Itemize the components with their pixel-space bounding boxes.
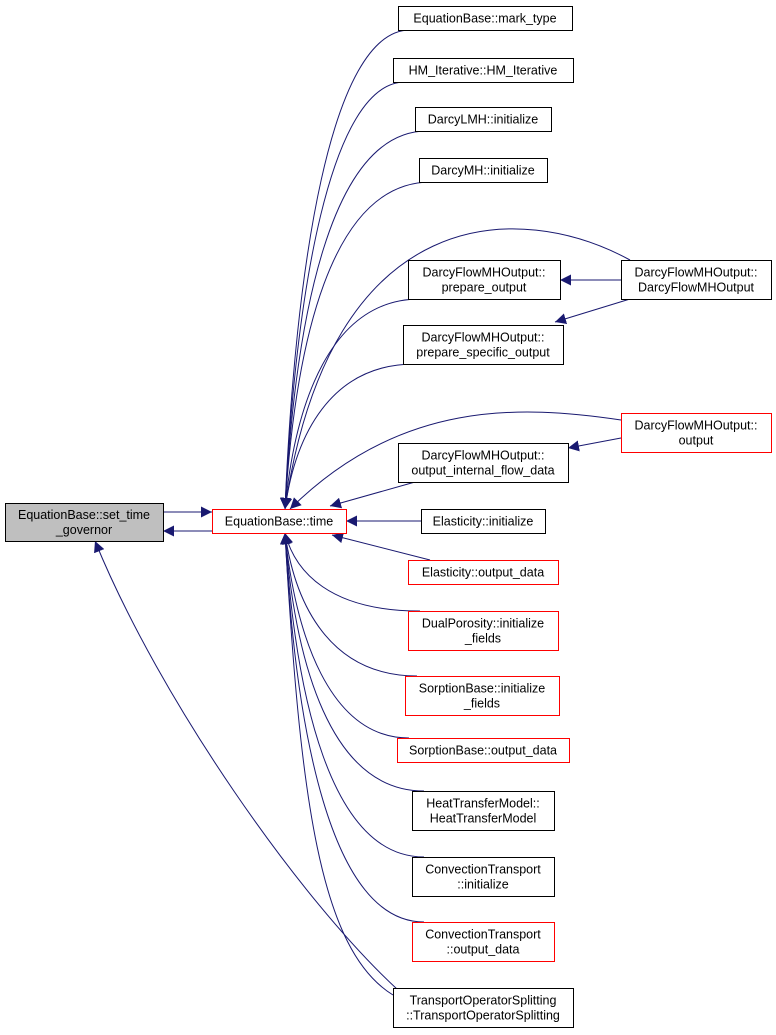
edge-prep-to-time: [280, 298, 421, 510]
node-box: [398, 443, 569, 483]
node-box: [393, 988, 574, 1028]
node-out[interactable]: DarcyFlowMHOutput::output: [621, 413, 772, 453]
edge-tos-to-stg: [94, 540, 399, 991]
node-sorpout[interactable]: SorptionBase::output_data: [397, 738, 570, 763]
node-prepspec[interactable]: DarcyFlowMHOutput::prepare_specific_outp…: [403, 325, 564, 365]
node-label: output_internal_flow_data: [411, 464, 554, 478]
node-label: output: [679, 434, 714, 448]
node-label: DarcyFlowMHOutput::: [635, 419, 758, 433]
node-box: [5, 503, 164, 542]
edge-out-to-oifd: [567, 437, 622, 452]
node-hm[interactable]: HM_Iterative::HM_Iterative: [393, 58, 574, 83]
edge-mh-to-time: [280, 181, 432, 510]
node-oifd[interactable]: DarcyFlowMHOutput::output_internal_flow_…: [398, 443, 569, 483]
edge-heat-to-time: [280, 532, 425, 792]
node-box: [412, 922, 555, 962]
node-label: ConvectionTransport: [425, 928, 541, 942]
edge-sorpinit-to-time: [281, 532, 418, 677]
node-box: [408, 260, 561, 300]
node-label: ConvectionTransport: [425, 863, 541, 877]
edges: [94, 29, 631, 996]
node-box: [398, 6, 573, 31]
node-label: SorptionBase::initialize: [419, 682, 546, 696]
node-label: DarcyFlowMHOutput::: [635, 266, 758, 280]
node-label: prepare_output: [442, 281, 527, 295]
node-label: ::TransportOperatorSplitting: [406, 1009, 560, 1023]
edge-dual-to-time: [282, 532, 421, 612]
node-box: [412, 791, 555, 831]
node-convinit[interactable]: ConvectionTransport::initialize: [412, 857, 555, 897]
edge-convinit-to-time: [280, 532, 425, 858]
node-label: DarcyMH::initialize: [431, 164, 535, 178]
node-label: EquationBase::set_time: [18, 508, 150, 522]
node-sorpinit[interactable]: SorptionBase::initialize_fields: [405, 676, 560, 716]
node-label: DarcyLMH::initialize: [428, 113, 538, 127]
node-label: Elasticity::initialize: [433, 515, 534, 529]
edge-out-to-time: [289, 411, 622, 510]
node-dfmo[interactable]: DarcyFlowMHOutput::DarcyFlowMHOutput: [621, 260, 772, 300]
node-label: TransportOperatorSplitting: [410, 994, 557, 1008]
node-box: [405, 676, 560, 716]
node-label: ::initialize: [457, 878, 508, 892]
node-prep[interactable]: DarcyFlowMHOutput::prepare_output: [408, 260, 561, 300]
node-box: [415, 107, 552, 132]
node-label: Elasticity::output_data: [422, 566, 544, 580]
edge-lmh-to-time: [280, 130, 428, 510]
node-time[interactable]: EquationBase::time: [212, 509, 347, 534]
edge-elout-to-time: [331, 532, 431, 561]
node-heat[interactable]: HeatTransferModel::HeatTransferModel: [412, 791, 555, 831]
node-label: DualPorosity::initialize: [422, 617, 544, 631]
node-mh[interactable]: DarcyMH::initialize: [419, 158, 548, 183]
node-label: EquationBase::time: [225, 515, 333, 529]
node-box: [421, 509, 546, 534]
node-label: DarcyFlowMHOutput::: [422, 331, 545, 345]
node-label: EquationBase::mark_type: [413, 12, 556, 26]
node-elinit[interactable]: Elasticity::initialize: [421, 509, 546, 534]
edge-dfmo-to-time: [281, 228, 631, 510]
edge-mark-to-time: [279, 29, 411, 510]
edge-hm-to-time: [280, 81, 406, 510]
edge-sorpout-to-time: [280, 532, 410, 739]
node-box: [212, 509, 347, 534]
node-stg[interactable]: EquationBase::set_time_governor: [5, 503, 164, 542]
node-convout[interactable]: ConvectionTransport::output_data: [412, 922, 555, 962]
node-label: HeatTransferModel: [430, 812, 537, 826]
node-box: [393, 58, 574, 83]
node-label: DarcyFlowMHOutput::: [423, 266, 546, 280]
edge-tos-to-time: [280, 532, 394, 996]
node-label: ::output_data: [447, 943, 520, 957]
edge-oifd-to-time: [329, 481, 416, 509]
node-label: DarcyFlowMHOutput: [638, 281, 755, 295]
node-box: [621, 413, 772, 453]
node-dual[interactable]: DualPorosity::initialize_fields: [408, 611, 559, 651]
edge-convout-to-time: [280, 532, 425, 923]
node-box: [408, 560, 559, 585]
node-label: _fields: [464, 632, 501, 646]
node-lmh[interactable]: DarcyLMH::initialize: [415, 107, 552, 132]
node-label: _governor: [55, 523, 112, 537]
node-label: prepare_specific_output: [416, 346, 550, 360]
node-label: HM_Iterative::HM_Iterative: [409, 64, 558, 78]
edge-dfmo-to-prepspec: [554, 298, 631, 325]
node-label: HeatTransferModel::: [426, 797, 539, 811]
node-mark[interactable]: EquationBase::mark_type: [398, 6, 573, 31]
node-box: [408, 611, 559, 651]
node-label: SorptionBase::output_data: [409, 744, 557, 758]
node-box: [412, 857, 555, 897]
node-label: _fields: [463, 697, 500, 711]
node-box: [621, 260, 772, 300]
node-label: DarcyFlowMHOutput::: [422, 449, 545, 463]
node-tos[interactable]: TransportOperatorSplitting::TransportOpe…: [393, 988, 574, 1028]
node-box: [397, 738, 570, 763]
node-box: [403, 325, 564, 365]
edge-prepspec-to-time: [281, 363, 416, 510]
node-elout[interactable]: Elasticity::output_data: [408, 560, 559, 585]
nodes: EquationBase::set_time_governorEquationB…: [5, 6, 772, 1028]
node-box: [419, 158, 548, 183]
